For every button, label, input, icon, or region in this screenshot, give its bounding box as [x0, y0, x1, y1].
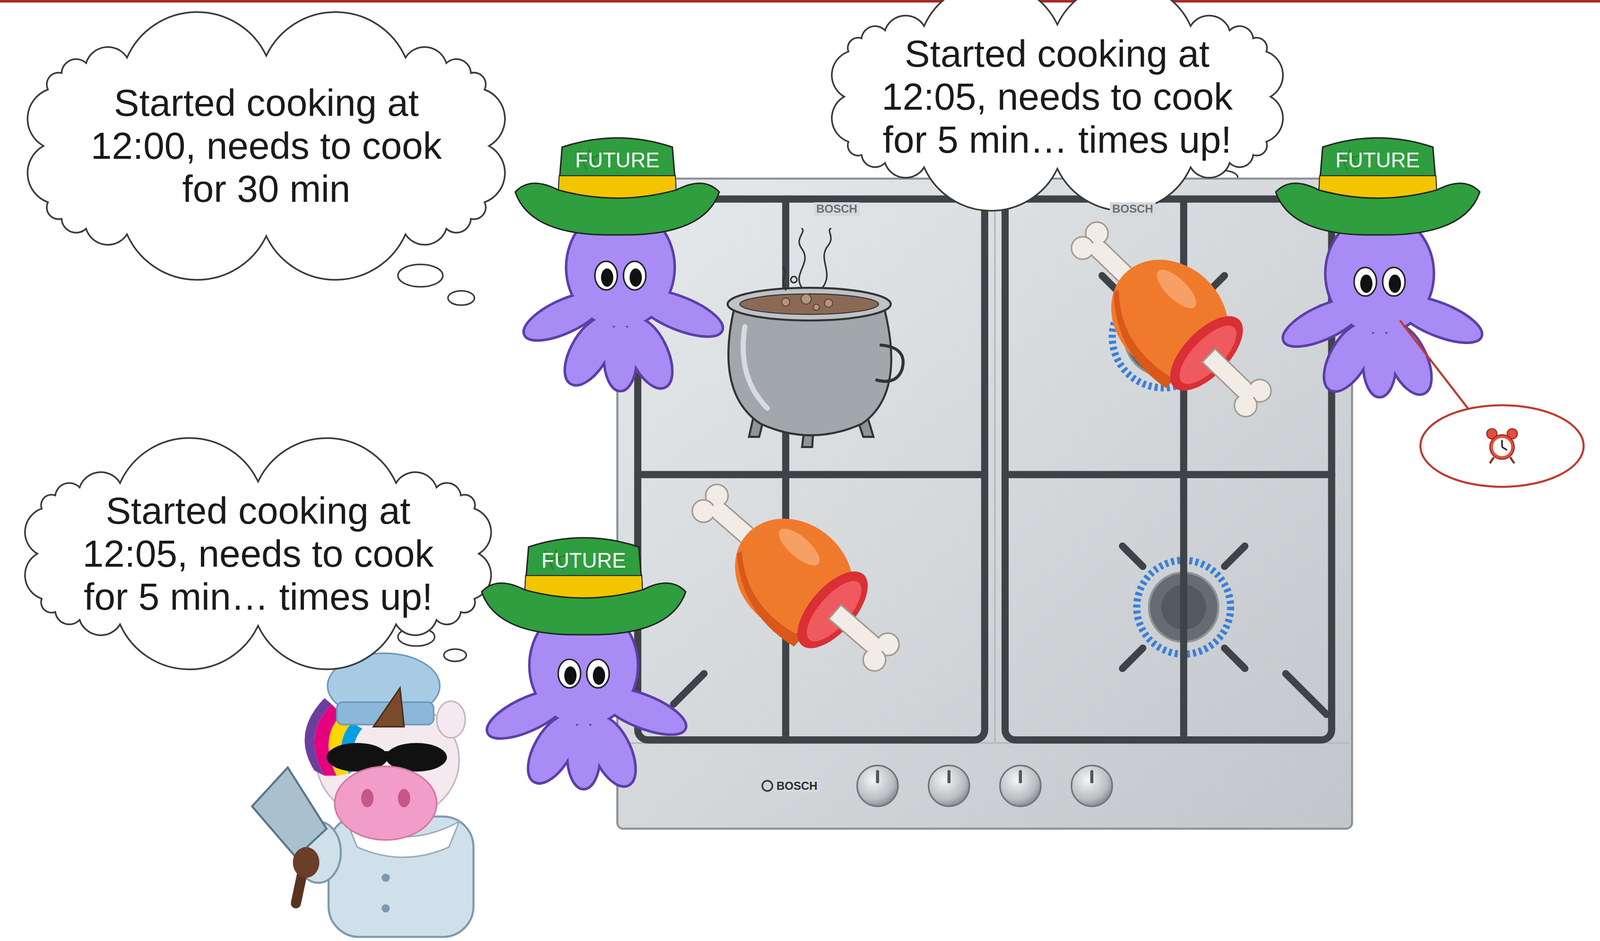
brand-label: BOSCH — [774, 779, 821, 793]
thought-text: Started cooking at 12:00, needs to cook … — [77, 81, 456, 211]
thought-text: Started cooking at 12:05, needs to cook … — [69, 489, 448, 619]
thought-cloud: Started cooking at 12:00, needs to cook … — [20, 32, 513, 260]
text-holder: Started cooking at 12:05, needs to cook … — [69, 489, 448, 619]
text-holder: FUTURE — [1275, 149, 1480, 171]
hat-shape — [481, 532, 686, 637]
brand-label: BOSCH — [813, 202, 860, 216]
hat-text: FUTURE — [1335, 149, 1420, 171]
hat-badge: FUTURE — [515, 132, 720, 237]
hat-text: FUTURE — [541, 550, 626, 571]
thought-cloud: Started cooking at 12:05, needs to cook … — [821, 1, 1294, 192]
hat-badge: FUTURE — [481, 532, 686, 637]
hat-badge: FUTURE — [1275, 132, 1480, 237]
cloud-path — [25, 438, 492, 670]
hat-text: FUTURE — [575, 149, 660, 171]
text-holder: Started cooking at 12:00, needs to cook … — [77, 81, 456, 211]
cloud-path — [27, 12, 505, 281]
thought-text: Started cooking at 12:05, needs to cook … — [868, 32, 1247, 162]
hat-shape — [1275, 132, 1480, 237]
brand-label: BOSCH — [1109, 202, 1156, 216]
cloud-path — [831, 0, 1283, 211]
thought-cloud: Started cooking at 12:05, needs to cook … — [14, 458, 502, 649]
text-holder: FUTURE — [515, 149, 720, 171]
text-holder: Started cooking at 12:05, needs to cook … — [868, 32, 1247, 162]
hat-shape — [515, 132, 720, 237]
text-holder: FUTURE — [481, 550, 686, 571]
